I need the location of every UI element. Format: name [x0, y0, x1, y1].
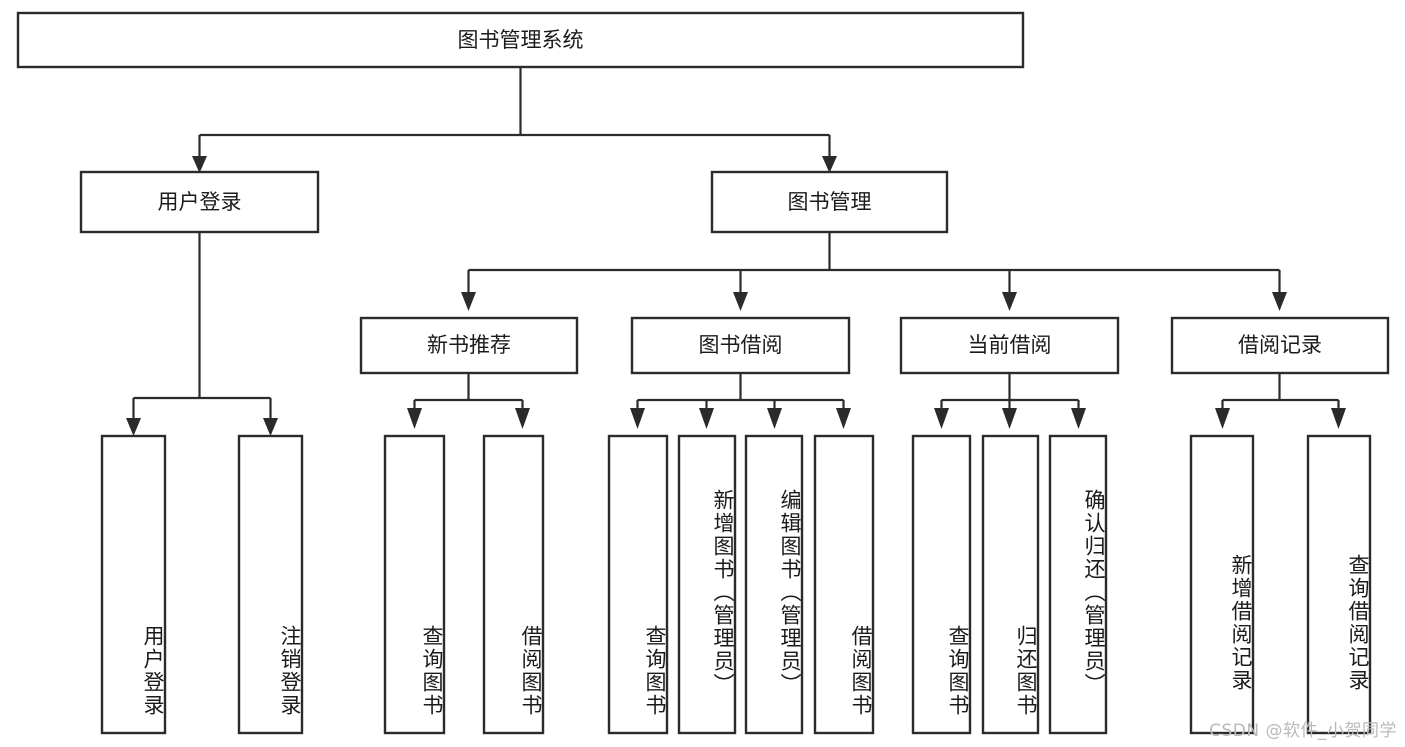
- node-root-book-management-system[interactable]: [16, 11, 1025, 69]
- node-new-book-recommend[interactable]: [359, 316, 579, 375]
- node-user-login[interactable]: [79, 170, 320, 234]
- arrowhead-leaf-user-login: [126, 418, 141, 436]
- arrowhead-currentborrow-leaf-3: [1071, 408, 1086, 429]
- arrowhead-bookborrow-leaf-3: [767, 408, 782, 429]
- arrowhead-current-borrow: [1002, 292, 1017, 311]
- node-book-management[interactable]: [710, 170, 949, 234]
- node-book-borrow[interactable]: [630, 316, 851, 375]
- node-leaf-return-book[interactable]: [981, 434, 1040, 735]
- node-current-borrow-label: 当前借阅: [968, 333, 1052, 357]
- node-leaf-query-borrow-record[interactable]: [1306, 434, 1372, 735]
- arrowhead-new-book: [461, 292, 476, 311]
- arrowhead-leaf-logout: [263, 418, 278, 436]
- node-book-management-label: 图书管理: [788, 190, 872, 214]
- arrowhead-borrowrecord-leaf-2: [1331, 408, 1346, 429]
- node-leaf-borrow-book-newbook[interactable]: [482, 434, 545, 735]
- arrowhead-currentborrow-leaf-2: [1002, 408, 1017, 429]
- node-leaf-query-book-current[interactable]: [911, 434, 972, 735]
- node-leaf-confirm-return-admin[interactable]: [1048, 434, 1108, 735]
- arrowhead-user-login: [192, 156, 207, 173]
- arrowhead-currentborrow-leaf-1: [934, 408, 949, 429]
- node-user-login-label: 用户登录: [158, 190, 242, 214]
- node-leaf-query-book-newbook[interactable]: [383, 434, 446, 735]
- node-book-borrow-label: 图书借阅: [699, 333, 783, 357]
- node-leaf-add-borrow-record[interactable]: [1189, 434, 1255, 735]
- arrowhead-book-manage: [822, 156, 837, 173]
- arrowhead-borrow-record: [1272, 292, 1287, 311]
- arrowhead-newbook-leaf-2: [515, 408, 530, 429]
- node-borrow-record[interactable]: [1170, 316, 1390, 375]
- node-borrow-record-label: 借阅记录: [1238, 333, 1322, 357]
- node-leaf-query-book-borrow[interactable]: [607, 434, 669, 735]
- node-leaf-logout[interactable]: [237, 434, 304, 735]
- arrowhead-newbook-leaf-1: [407, 408, 422, 429]
- node-leaf-add-book-admin[interactable]: [677, 434, 737, 735]
- csdn-watermark: CSDN @软件_小贺同学: [1209, 721, 1397, 741]
- node-current-borrow[interactable]: [899, 316, 1120, 375]
- arrowhead-bookborrow-leaf-4: [836, 408, 851, 429]
- arrowhead-bookborrow-leaf-2: [699, 408, 714, 429]
- node-new-book-recommend-label: 新书推荐: [427, 333, 511, 357]
- node-root-label: 图书管理系统: [458, 28, 584, 52]
- node-leaf-borrow-book[interactable]: [813, 434, 875, 735]
- arrowhead-book-borrow: [733, 292, 748, 311]
- connector-layer: [126, 67, 1346, 436]
- node-leaf-user-login[interactable]: [100, 434, 167, 735]
- arrowhead-bookborrow-leaf-1: [630, 408, 645, 429]
- node-leaf-edit-book-admin[interactable]: [744, 434, 804, 735]
- arrowhead-borrowrecord-leaf-1: [1215, 408, 1230, 429]
- node-layer: 图书管理系统 用户登录 图书管理 新书推荐 图书借阅 当前借阅 借阅记录: [16, 11, 1390, 735]
